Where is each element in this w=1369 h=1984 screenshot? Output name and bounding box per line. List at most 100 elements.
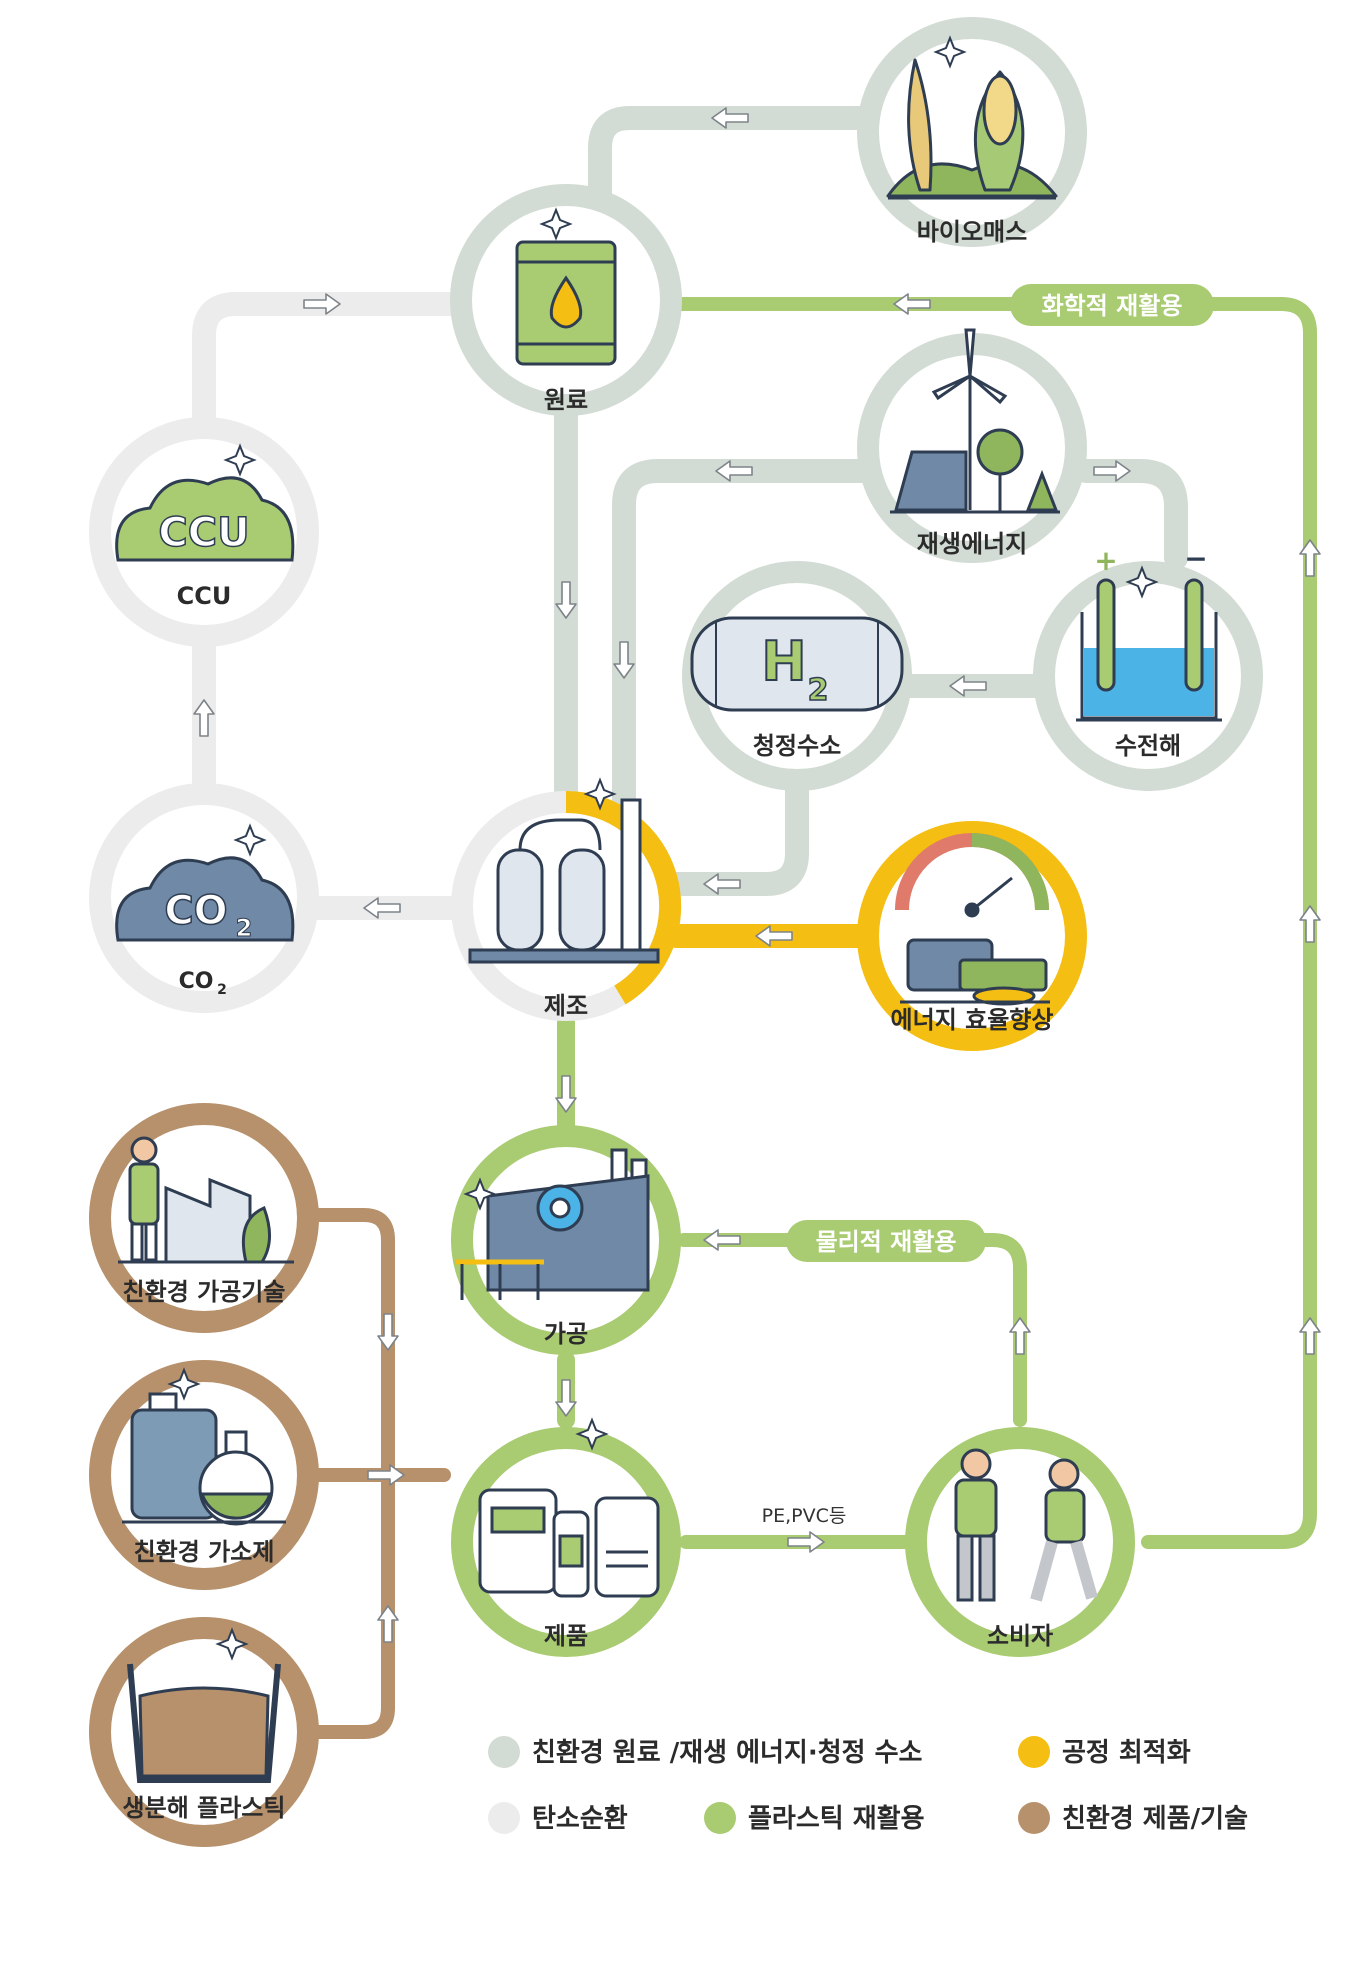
node-product: 제품: [451, 1427, 681, 1657]
worker-factory-icon: [118, 1136, 294, 1264]
physical-recycling-label: 물리적 재활용: [816, 1228, 957, 1256]
electrolysis-label: 수전해: [1115, 732, 1181, 760]
node-co2: CO 2 CO 2: [89, 783, 319, 1013]
sparkle-icon: [539, 207, 573, 241]
arrow-efficiency-manufacture: [755, 925, 793, 947]
oil-barrel-icon: [515, 240, 617, 366]
legend-label-process: 공정 최적화: [1062, 1738, 1191, 1768]
eco-plasticizer-label: 친환경 가소제: [134, 1538, 275, 1566]
sparkle-icon: [233, 823, 267, 857]
arrow-product-consumer: [787, 1531, 825, 1553]
arrow-chem-up-2: [1299, 905, 1321, 943]
node-eco-processing: 친환경 가공기술: [89, 1103, 319, 1333]
eco-processing-label: 친환경 가공기술: [123, 1278, 286, 1306]
arrow-physical-left: [703, 1229, 741, 1251]
ccu-label: CCU: [177, 582, 232, 610]
node-biodegradable: 생분해 플라스틱: [89, 1617, 319, 1847]
biomass-label: 바이오매스: [917, 218, 1027, 246]
line-biomass-raw: [588, 106, 890, 209]
legend-item-eco-raw: 친환경 원료 /재생 에너지·청정 수소: [488, 1736, 923, 1768]
node-hydrogen: H 2 청정수소: [682, 561, 912, 791]
line-renewable-electrolysis: [1074, 459, 1188, 570]
sparkle-icon: [463, 1177, 497, 1211]
consumers-icon: [954, 1448, 1098, 1602]
node-ccu: CCU CCU: [89, 417, 319, 647]
arrow-biomass-raw: [711, 107, 749, 129]
legend-label-eco-raw: 친환경 원료 /재생 에너지·청정 수소: [532, 1738, 923, 1768]
arrow-renewable-left: [715, 460, 753, 482]
arrow-biodegradable-up: [377, 1605, 399, 1643]
arrow-co2-ccu: [193, 699, 215, 737]
node-manufacture: 제조: [451, 790, 682, 1021]
hydrogen-tank-icon: H 2: [690, 616, 904, 712]
arrow-chemical-recycling: [893, 293, 931, 315]
factory-tanks-icon: [468, 798, 660, 964]
minus-icon: −: [1184, 542, 1207, 575]
manufacture-label: 제조: [544, 992, 588, 1020]
arrow-manufacture-co2: [363, 897, 401, 919]
cards-coins-icon: [900, 938, 1050, 1006]
arrow-processing-product: [555, 1379, 577, 1417]
node-processing: 가공: [451, 1125, 681, 1355]
biomass-icon: [886, 58, 1058, 200]
legend-label-plastic: 플라스틱 재활용: [748, 1804, 925, 1834]
electrolysis-beaker-icon: + −: [1076, 542, 1222, 722]
legend-item-plastic: 플라스틱 재활용: [704, 1802, 925, 1834]
arrow-physical-up: [1009, 1317, 1031, 1355]
arrow-chem-up-1: [1299, 539, 1321, 577]
arrow-hydrogen-manufacture: [703, 873, 741, 895]
h2-sub-text: 2: [808, 673, 829, 708]
wind-turbine-solar-icon: [890, 328, 1060, 514]
node-consumer: 소비자: [905, 1427, 1135, 1657]
bottle-flask-icon: [122, 1392, 286, 1526]
sparkle-icon: [223, 443, 257, 477]
line-physical-recycling: [677, 1233, 1027, 1427]
arrow-plasticizer-right: [367, 1464, 405, 1486]
co2-cloud-icon: CO 2: [115, 856, 295, 943]
node-renewable: 재생에너지: [857, 328, 1087, 563]
pe-pvc-label: PE,PVC등: [762, 1505, 847, 1527]
node-electrolysis: + − 수전해: [1033, 542, 1263, 791]
arrow-manufacture-processing: [555, 1075, 577, 1113]
product-label: 제품: [544, 1622, 588, 1650]
legend-item-product: 친환경 제품/기술: [1018, 1802, 1248, 1834]
ccu-cloud-icon: CCU: [115, 476, 295, 562]
legend-item-process: 공정 최적화: [1018, 1736, 1191, 1768]
line-biodegradable: [307, 1473, 395, 1739]
sparkle-icon: [1125, 565, 1159, 599]
arrow-chem-up-3: [1299, 1317, 1321, 1355]
ccu-icon-text: CCU: [158, 510, 249, 556]
plus-icon: +: [1094, 544, 1117, 577]
sparkle-icon: [167, 1367, 201, 1401]
sparkle-icons: [167, 35, 1159, 1661]
line-renewable-manufacture: [612, 459, 888, 812]
processing-label: 가공: [544, 1320, 588, 1348]
arrow-ccu-raw: [303, 293, 341, 315]
sparkle-icon: [933, 35, 967, 69]
arrow-raw-manufacture: [555, 581, 577, 619]
legend: 친환경 원료 /재생 에너지·청정 수소 공정 최적화 탄소순환 플라스틱 재활…: [488, 1736, 1248, 1834]
gauge-icon: [895, 833, 1049, 918]
connectors: [192, 106, 1317, 1739]
flow-arrows: [193, 107, 1321, 1643]
legend-label-product: 친환경 제품/기술: [1062, 1804, 1248, 1834]
node-efficiency: 에너지 효율향상: [857, 821, 1087, 1051]
chemical-recycling-pill: 화학적 재활용: [1010, 284, 1214, 326]
sparkle-icon: [583, 777, 617, 811]
legend-item-carbon: 탄소순환: [488, 1802, 628, 1834]
chemical-recycling-label: 화학적 재활용: [1042, 292, 1183, 320]
renewable-label: 재생에너지: [917, 530, 1027, 558]
co2-icon-main: CO: [164, 888, 227, 934]
node-biomass: 바이오매스: [857, 17, 1087, 247]
arrow-renewable-down: [613, 641, 635, 679]
containers-icon: [478, 1488, 660, 1598]
h2-main-text: H: [761, 630, 806, 693]
factory-gear-icon: [456, 1148, 650, 1300]
efficiency-label: 에너지 효율향상: [891, 1006, 1054, 1034]
consumer-label: 소비자: [987, 1622, 1053, 1650]
physical-recycling-pill: 물리적 재활용: [786, 1220, 986, 1262]
process-ring-segment: [565, 790, 682, 1005]
arrow-electrolysis-hydrogen: [949, 675, 987, 697]
hydrogen-label: 청정수소: [753, 732, 841, 760]
node-raw: 원료: [450, 184, 682, 416]
